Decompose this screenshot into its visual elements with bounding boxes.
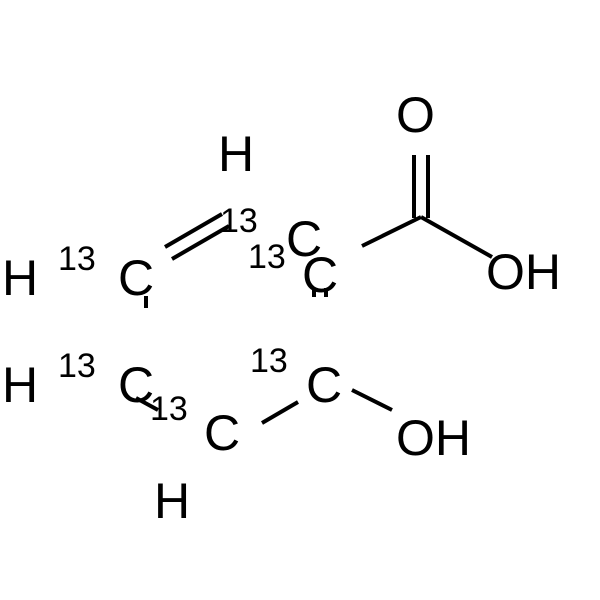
atom-label-layer: O OH H 13 C 13 C H 13 C H 13 C 13 C OH 1… xyxy=(2,87,561,529)
isotope-label-c2: 13 xyxy=(248,238,286,276)
ring-carbon-5-label: C xyxy=(306,357,342,413)
isotope-label-c3: 13 xyxy=(58,240,96,278)
ring-carbon-3-label: C xyxy=(118,250,154,306)
bond-phenol xyxy=(351,388,393,412)
hydrogen-left-lower-label: H xyxy=(2,357,38,413)
bond-carboxyl-c-oh xyxy=(420,215,493,259)
ring-carbon-4-label: C xyxy=(118,357,154,413)
isotope-label-c4: 13 xyxy=(58,347,96,385)
bond-ring-lower-right xyxy=(260,400,300,425)
ring-carbon-1-label: C xyxy=(286,211,322,267)
isotope-label-c6: 13 xyxy=(150,390,188,428)
ring-carbon-2-label: C xyxy=(302,247,338,303)
acid-hydroxyl-label: OH xyxy=(486,244,561,300)
bond-ring-top-double-b xyxy=(170,224,231,261)
phenol-hydroxyl-label: OH xyxy=(396,410,471,466)
hydrogen-left-upper-label: H xyxy=(2,250,38,306)
bond-ring-carboxyl xyxy=(361,215,422,248)
isotope-label-c1: 13 xyxy=(220,202,258,240)
ring-carbon-6-label: C xyxy=(204,405,240,461)
bond-ring-lower-left xyxy=(135,396,159,412)
hydrogen-top-label: H xyxy=(218,126,254,182)
isotope-label-c5: 13 xyxy=(250,342,288,380)
bond-layer xyxy=(135,155,493,425)
carboxyl-oxygen-label: O xyxy=(396,87,435,143)
hydrogen-bottom-label: H xyxy=(154,473,190,529)
bond-ring-top-double-a xyxy=(163,212,224,249)
